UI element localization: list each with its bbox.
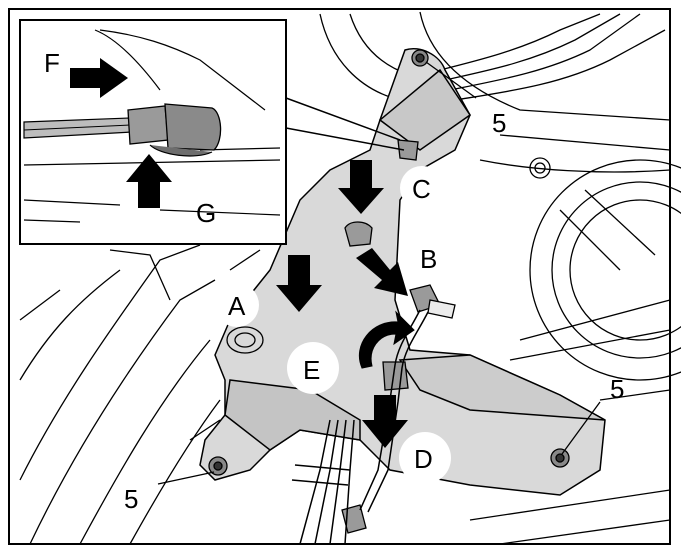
label-c: C bbox=[412, 174, 431, 204]
wire-harness bbox=[291, 309, 429, 545]
label-badges bbox=[215, 166, 451, 484]
label-bolt-top: 5 bbox=[492, 108, 506, 138]
arrow-d bbox=[362, 395, 408, 448]
clip-upper bbox=[344, 221, 373, 247]
arrow-c bbox=[338, 160, 384, 214]
arrow-b bbox=[356, 248, 408, 296]
arrow-a bbox=[276, 255, 322, 312]
label-d: D bbox=[414, 444, 433, 474]
label-bolt-left: 5 bbox=[124, 484, 138, 514]
detail-inset bbox=[19, 19, 405, 245]
label-e: E bbox=[303, 355, 320, 385]
bolt-left bbox=[208, 456, 228, 476]
label-b: B bbox=[420, 244, 437, 274]
callout-leaders bbox=[157, 61, 601, 485]
label-f: F bbox=[44, 48, 60, 78]
label-bolt-right: 5 bbox=[610, 374, 624, 404]
panel-boss bbox=[226, 326, 264, 354]
clip-c bbox=[397, 139, 419, 161]
bolt-right bbox=[550, 448, 570, 468]
label-a: A bbox=[228, 291, 246, 321]
vehicle-floor-linework bbox=[19, 11, 681, 545]
arrow-e-curved bbox=[358, 310, 415, 369]
label-g: G bbox=[196, 198, 216, 228]
connector-b bbox=[409, 284, 456, 319]
bolt-top bbox=[411, 49, 429, 67]
